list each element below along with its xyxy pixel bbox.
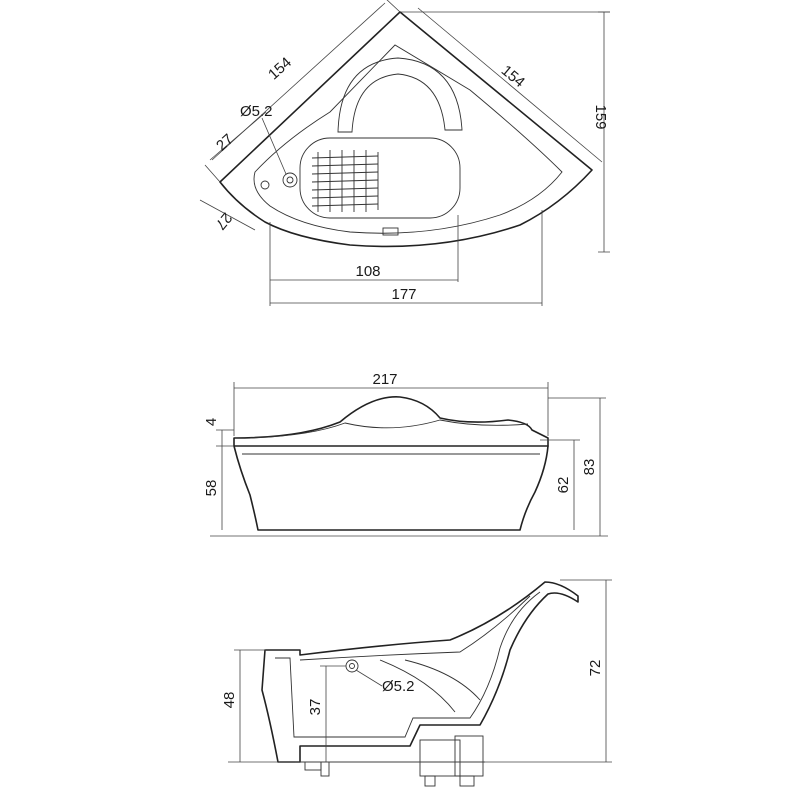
dim-line-apron — [216, 445, 234, 530]
dim-drain-height-label: 37 — [307, 699, 324, 716]
front-view: 217 4 58 62 83 — [203, 371, 608, 537]
overflow-icon — [260, 180, 270, 190]
dim-front-width-label: 217 — [372, 371, 397, 388]
front-view-rim — [233, 396, 549, 447]
dim-depth-label: 159 — [592, 104, 609, 129]
top-view-floor-panel — [299, 137, 461, 219]
dim-line-edge-right — [417, 7, 603, 163]
top-view-inner-bowl — [253, 44, 563, 234]
dim-rim-label: 4 — [203, 418, 220, 426]
drain-leader — [261, 117, 287, 175]
dim-edge-left-label: 154 — [265, 54, 295, 83]
dim-inner-width-label: 108 — [355, 263, 380, 280]
anti-slip-grid — [311, 150, 379, 212]
dim-height-total-label: 83 — [581, 459, 598, 476]
section-view-shell — [261, 581, 579, 763]
dim-line-depth — [598, 11, 610, 253]
section-view-inner-wall — [275, 591, 541, 738]
dim-line-offset-b — [199, 199, 256, 231]
top-view-headrest — [337, 57, 463, 133]
section-drain-dia-label: Ø5.2 — [382, 678, 415, 695]
dim-offset-b-label: 27 — [212, 209, 236, 233]
section-view: 72 48 37 Ø5.2 — [221, 579, 612, 787]
dim-apron-label: 58 — [203, 480, 220, 497]
section-drain-leader — [355, 669, 383, 687]
drain-inner-icon — [286, 176, 294, 184]
top-view: 154 154 159 Ø5.2 27 27 108 177 — [199, 0, 610, 306]
section-view-inner-curve — [299, 595, 531, 661]
dim-height-mid-label: 62 — [555, 477, 572, 494]
dim-edge-right-label: 154 — [498, 62, 528, 91]
section-view-legs — [295, 735, 485, 787]
front-view-body — [233, 445, 549, 531]
dim-section-height-label: 72 — [587, 660, 604, 677]
front-view-backrest — [249, 419, 529, 439]
dim-line-offset-a — [209, 111, 267, 161]
dim-line-rim — [216, 429, 234, 446]
drain-dia-label: Ø5.2 — [240, 103, 273, 120]
top-view-outline — [219, 11, 593, 248]
dim-section-side-label: 48 — [221, 692, 238, 709]
drain-icon — [282, 172, 298, 188]
dim-offset-a-label: 27 — [213, 131, 237, 155]
handle-icon — [382, 227, 399, 236]
dim-outer-width-label: 177 — [391, 286, 416, 303]
